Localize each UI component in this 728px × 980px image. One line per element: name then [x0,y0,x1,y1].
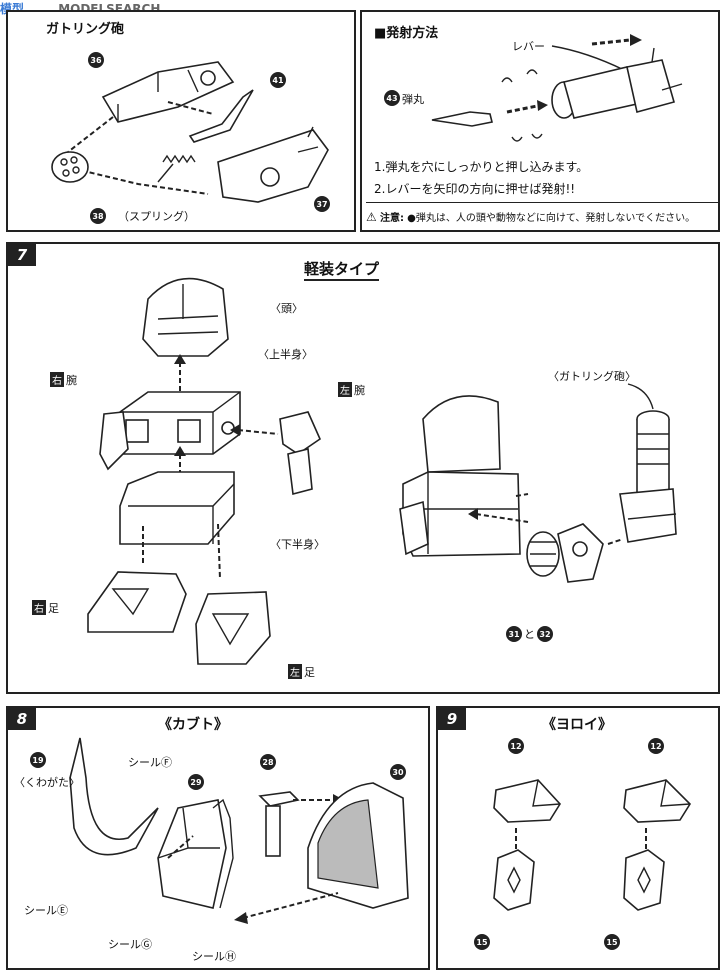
panel-gatling-assembly: ガトリング砲 36 41 38 37 （スプリング） [6,10,356,232]
upper-body-label: 〈上半身〉 [258,348,313,361]
right-mark: 右 [32,600,46,615]
arm-text: 腕 [66,374,77,387]
step-8-title: 《カブト》 [158,717,228,733]
step-7-title: 軽装タイプ [304,258,380,281]
seal-f-label: シールⒻ [128,756,172,769]
part-37-badge: 37 [314,196,330,212]
warning-icon: ⚠ [366,210,377,224]
part-36-badge: 36 [88,52,104,68]
caution-text: ●弾丸は、人の頭や動物などに向けて、発射しないでください。 [407,213,696,224]
part-43-badge: 43 [384,90,400,106]
part-15-badge-left: 15 [474,934,490,950]
step-7-number: 7 [8,244,36,266]
foot-text: 足 [304,666,315,679]
left-mark: 左 [338,382,352,397]
left-foot-label: 左足 [288,664,315,680]
panel-step-9: 9 《ヨロイ》 12 12 15 15 [436,706,720,970]
head-label: 〈頭〉 [270,302,303,315]
part-12-badge-left: 12 [508,738,524,754]
lever-label: レバー [512,40,545,53]
left-arm-label: 左腕 [338,382,365,398]
part-19-badge: 19 [30,752,46,768]
and-text: と [524,628,535,641]
part-30-badge: 30 [390,764,406,780]
part-15-badge-right: 15 [604,934,620,950]
right-mark: 右 [50,372,64,387]
firing-heading: ■発射方法 [374,26,439,41]
caution-row: ⚠ 注意: ●弾丸は、人の頭や動物などに向けて、発射しないでください。 [366,202,718,224]
panel-step-8: 8 《カブト》 19 〈くわがた〉 29 28 30 シールⒻ シールⒺ シール… [6,706,430,970]
right-foot-label: 右足 [32,600,59,616]
bullet-label: 弾丸 [402,93,424,106]
arm-text: 腕 [354,384,365,397]
helmet-drawing [69,737,409,924]
panel-step-7: 7 軽装タイプ [6,242,720,694]
caution-label: 注意: [379,213,404,224]
step-9-title: 《ヨロイ》 [542,717,612,733]
part-29-badge: 29 [188,774,204,790]
gatling-title: ガトリング砲 [46,22,125,37]
gatling-label: 〈ガトリング砲〉 [548,370,636,383]
kuwagata-label: 〈くわがた〉 [14,776,80,789]
part-41-badge: 41 [270,72,286,88]
step-8-number: 8 [8,708,36,730]
spring-label: （スプリング） [118,210,195,223]
right-arm-label: 右腕 [50,372,77,388]
light-type-drawing [87,277,677,665]
firing-step-1: 1.弾丸を穴にしっかりと押し込みます。 [374,160,589,174]
part-32-badge: 32 [537,626,553,642]
seal-e-label: シールⒺ [24,904,68,917]
part-28-badge: 28 [260,754,276,770]
step-9-number: 9 [438,708,466,730]
firing-step-2: 2.レバーを矢印の方向に押せば発射!! [374,182,576,196]
part-12-badge-right: 12 [648,738,664,754]
parts-31-32: 31 と 32 [506,626,553,642]
seal-h-label: シールⒽ [192,950,236,963]
panel-firing-method: ■発射方法 レバー 43 弾丸 1.弾丸を穴にしっかりと押し込みます。 2.レバ… [360,10,720,232]
firing-drawing [431,34,683,142]
part-38-badge: 38 [90,208,106,224]
lower-body-label: 〈下半身〉 [270,538,325,551]
armor-drawing [493,779,692,911]
left-mark: 左 [288,664,302,679]
gatling-assembly-drawing [51,61,329,203]
foot-text: 足 [48,602,59,615]
seal-g-label: シールⒼ [108,938,152,951]
part-31-badge: 31 [506,626,522,642]
